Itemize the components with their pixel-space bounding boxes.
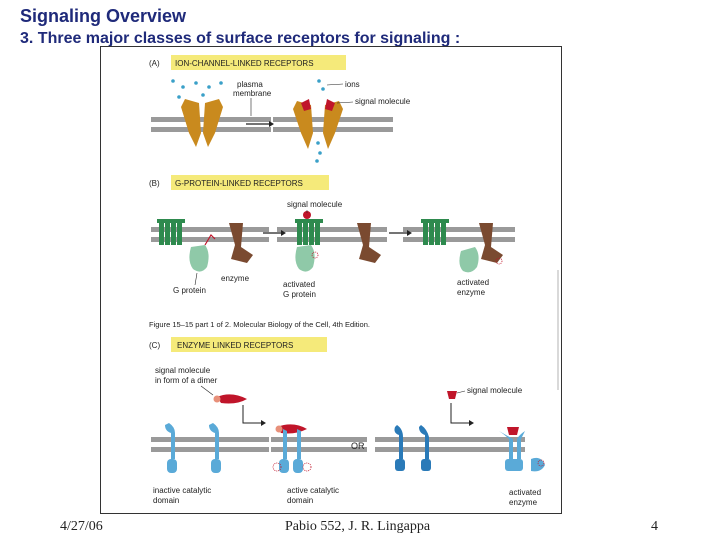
footer-date: 4/27/06 [60, 519, 103, 534]
panel-a-header: ION-CHANNEL-LINKED RECEPTORS [175, 59, 314, 68]
rtk-active [272, 424, 312, 473]
ion-channel-closed [181, 99, 223, 147]
label-gprotein: G protein [173, 286, 206, 295]
label-activated-e-1: activated [457, 278, 489, 287]
label-signal-b: signal molecule [287, 200, 343, 209]
arrow-b2 [389, 230, 412, 236]
signal-monomer [447, 391, 457, 399]
enzyme-activated [459, 223, 503, 273]
label-enzyme: enzyme [221, 274, 250, 283]
g-protein-inactive [189, 234, 216, 272]
arrow-c1 [242, 405, 266, 426]
label-ions: ions [345, 80, 360, 89]
label-dimer-2: in form of a dimer [155, 376, 218, 385]
panel-c-header-bg [171, 337, 327, 352]
leader-signal-c [456, 390, 466, 394]
label-inactive-1: inactive catalytic [153, 486, 211, 495]
label-inactive-2: domain [153, 496, 179, 505]
enzyme-mid [357, 223, 381, 263]
label-activated-g-1: activated [283, 280, 315, 289]
label-signal-a: signal molecule [355, 97, 411, 106]
panel-b-header-bg [171, 175, 329, 190]
arrow-c2 [450, 403, 474, 426]
label-activated-e-2: enzyme [457, 288, 486, 297]
membrane-c-right [375, 437, 525, 452]
label-dimer-1: signal molecule [155, 366, 211, 375]
footer-author: Pabio 552, J. R. Lingappa [285, 519, 431, 534]
panel-a-header-bg [171, 55, 346, 70]
label-signal-c: signal molecule [467, 386, 523, 395]
label-activated-c-1: activated [509, 488, 541, 497]
label-active-2: domain [287, 496, 313, 505]
membrane-b-right [403, 227, 515, 242]
arrow-a [246, 121, 274, 127]
panel-c-letter: (C) [149, 341, 160, 350]
rtk-inactive [165, 423, 221, 473]
leader-signal-a [336, 101, 354, 104]
membrane-c-left [151, 437, 269, 452]
gpcr-inactive [157, 219, 185, 245]
label-activated-c-2: enzyme [509, 498, 538, 507]
signal-dimer [213, 394, 247, 404]
membrane-b-mid [277, 227, 387, 242]
panel-a-letter: (A) [149, 59, 160, 68]
panel-c-header: ENZYME LINKED RECEPTORS [177, 341, 293, 350]
ion-channel-open [293, 99, 343, 149]
leader-dimer [200, 385, 214, 396]
slide-subtitle: 3. Three major classes of surface recept… [20, 30, 461, 47]
label-membrane: membrane [233, 89, 272, 98]
leader-gprotein [194, 272, 198, 286]
rtk-monomer-inactive [394, 425, 431, 471]
label-plasma: plasma [237, 80, 263, 89]
rtk-monomer-active [499, 427, 545, 472]
g-protein-activated [295, 245, 319, 272]
signal-molecule-b [303, 211, 311, 219]
receptor-diagram: (A) ION-CHANNEL-LINKED RECEPTORS plasm [149, 55, 545, 507]
label-active-1: active catalytic [287, 486, 339, 495]
divider-line [557, 270, 559, 390]
membrane-c-mid [271, 437, 367, 452]
ions-flowing [315, 79, 325, 163]
label-or: OR [351, 441, 365, 451]
panel-b-header: G-PROTEIN-LINKED RECEPTORS [175, 179, 303, 188]
slide-title: Signaling Overview [20, 6, 187, 26]
leader-ions [326, 83, 344, 86]
enzyme-inactive [229, 223, 253, 263]
panel-b-letter: (B) [149, 179, 160, 188]
gpcr-right [421, 219, 449, 245]
membrane-b-left [151, 227, 269, 242]
page-number: 4 [651, 519, 658, 534]
label-activated-g-2: G protein [283, 290, 316, 299]
gpcr-active [295, 219, 323, 245]
figure-caption: Figure 15–15 part 1 of 2. Molecular Biol… [149, 320, 370, 329]
arrow-b1 [263, 230, 286, 236]
receptor-figure: (A) ION-CHANNEL-LINKED RECEPTORS plasm [100, 46, 562, 514]
ions-outside [171, 79, 223, 99]
